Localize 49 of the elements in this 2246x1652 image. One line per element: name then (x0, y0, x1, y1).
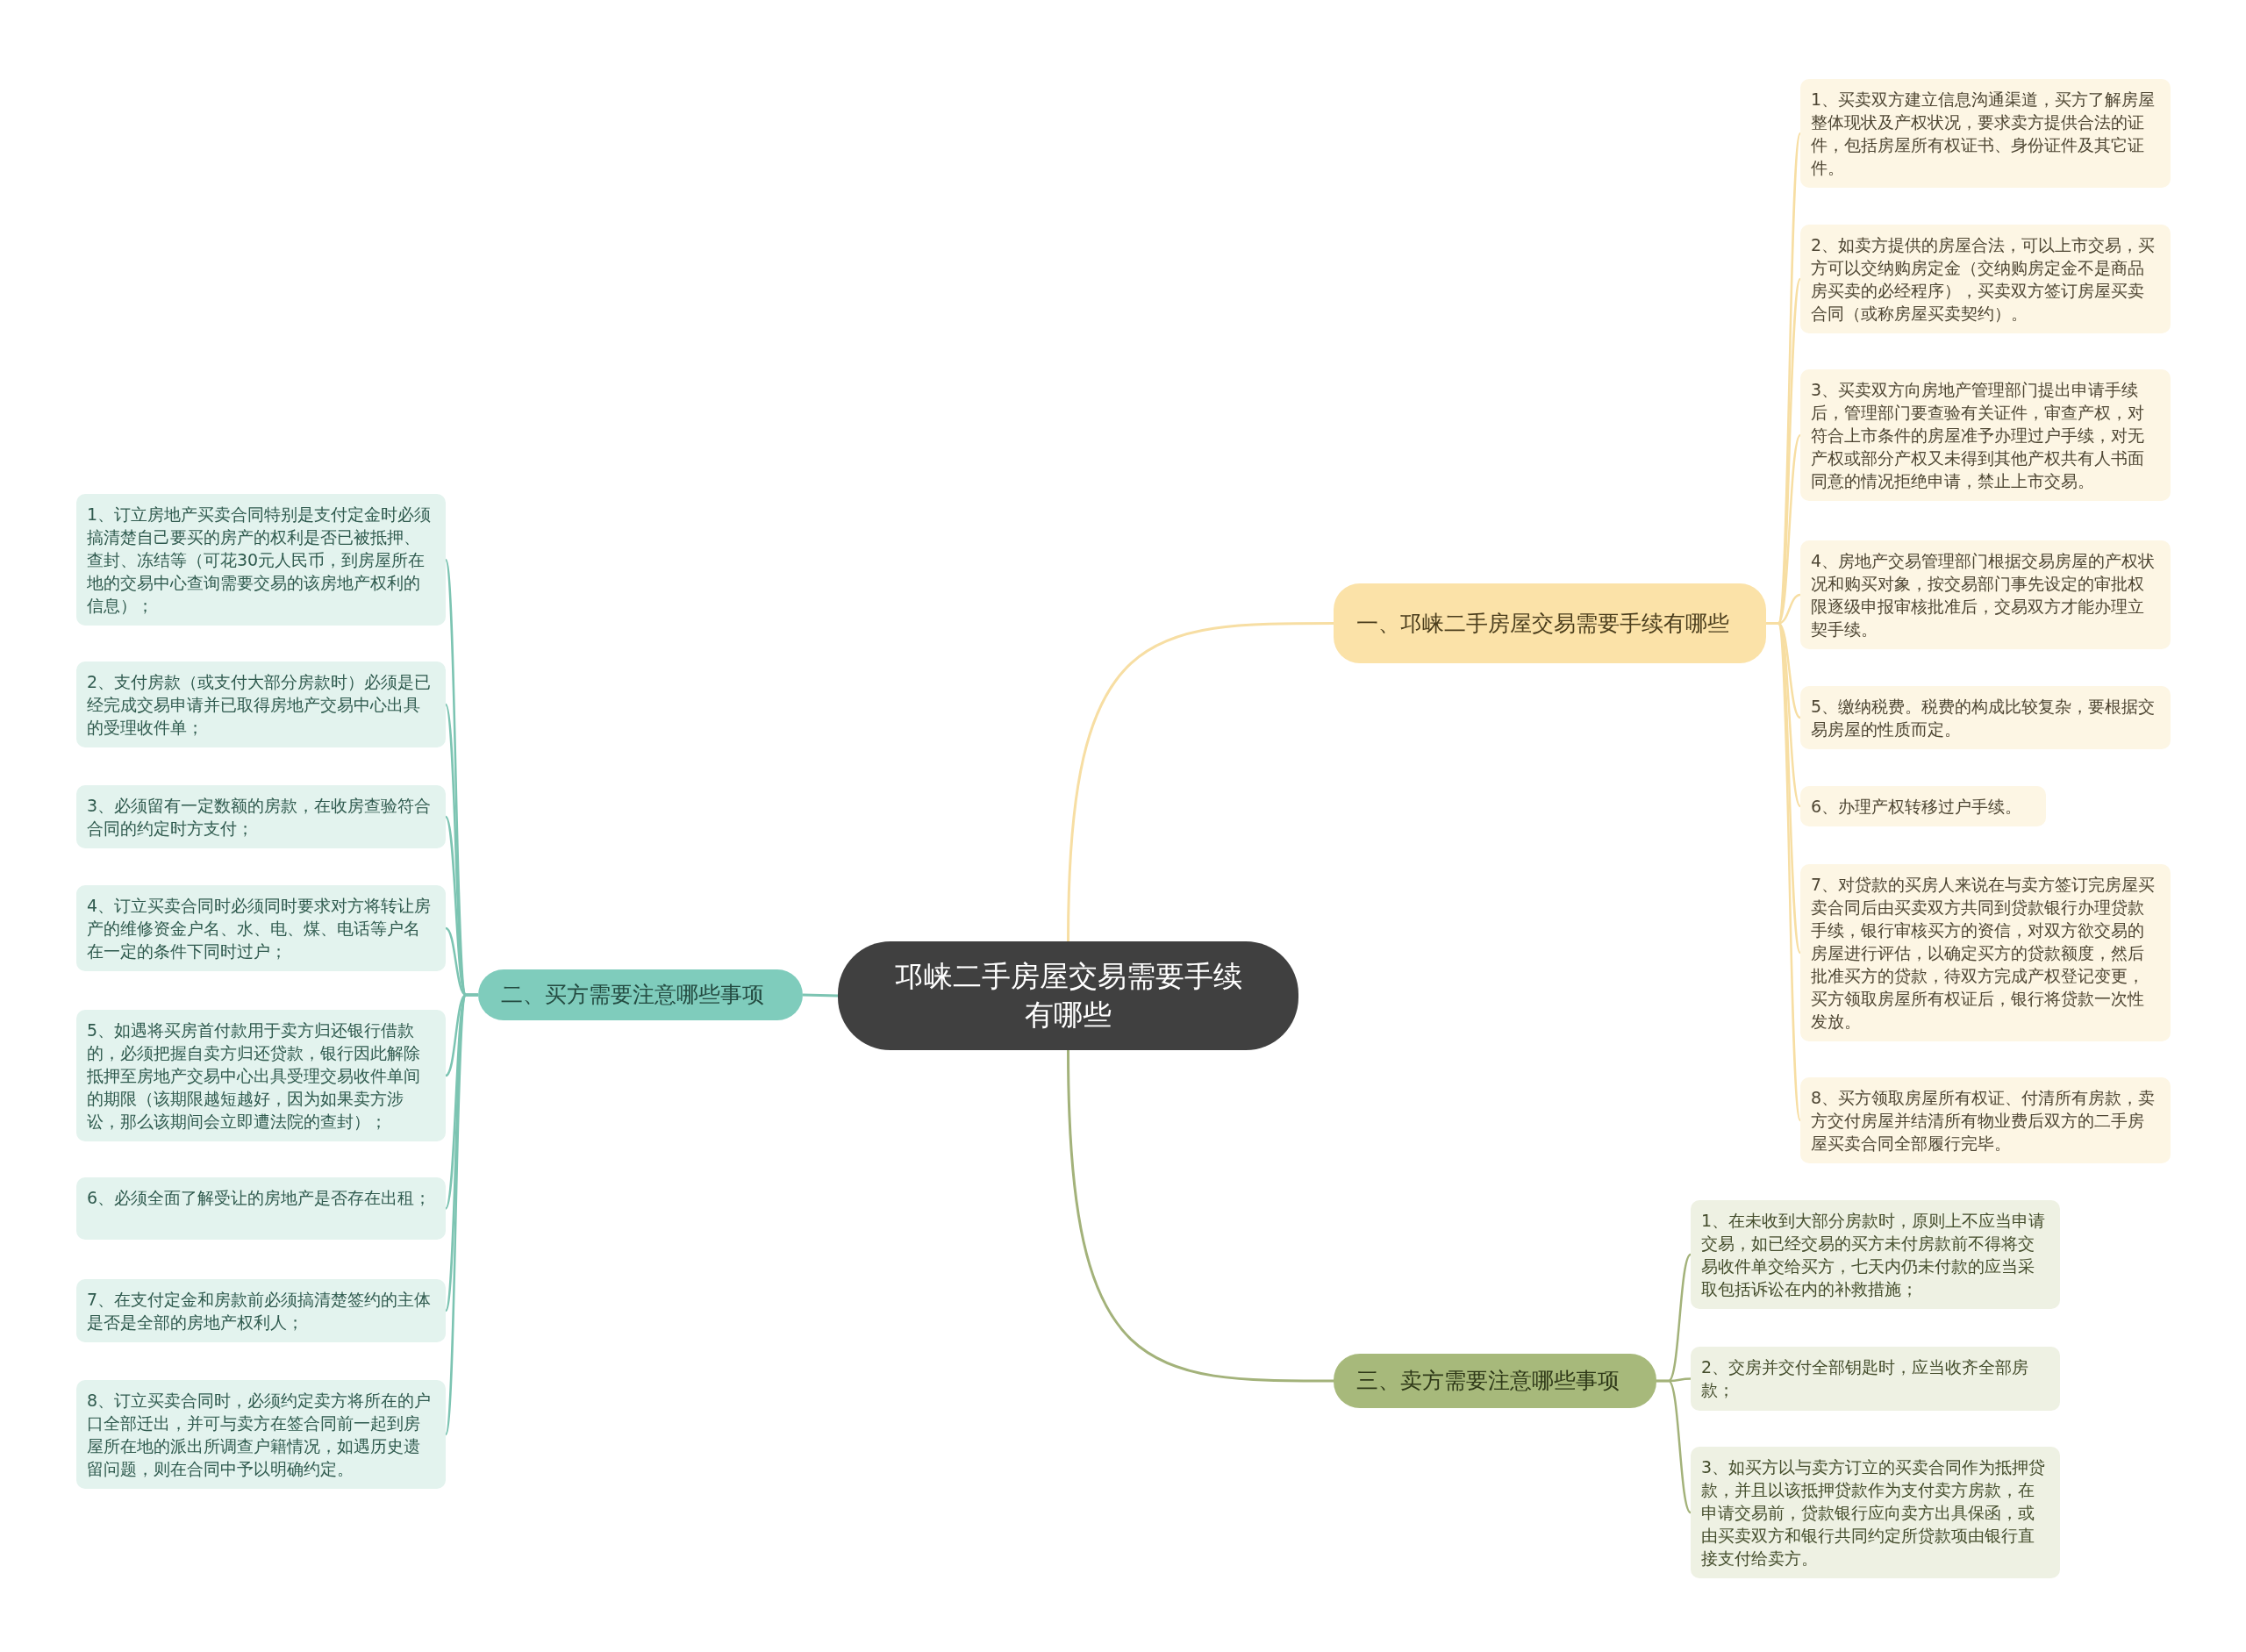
subtopic-card (76, 785, 446, 848)
branch-topic (1334, 583, 1766, 663)
branch-topic-text: 一、邛崃二手房屋交易需要手续有哪些 (1356, 609, 1729, 638)
subtopic-text: 2、交房并交付全部钥匙时，应当收齐全部房款； (1701, 1356, 2030, 1401)
connector-line (1067, 1049, 1334, 1383)
subtopic-card (76, 1380, 446, 1489)
subtopic-text: 1、在未收到大部分房款时，原则上不应当申请交易，如已经交易的买方未付房款前不得将交易收件单交给买方，七天内仍未付款的应当采取包括诉讼在内的补救措施； (1701, 1210, 2047, 1300)
branch-topic-text: 二、买方需要注意哪些事项 (501, 981, 764, 1009)
subtopic-text: 4、房地产交易管理部门根据交易房屋的产权状况和购买对象，按交易部门事先设定的审批权限逐级申报审核批准后，交易双方才能办理立契手续。 (1811, 550, 2157, 640)
subtopic-text: 3、必须留有一定数额的房款，在收房查验符合合同的约定时方支付； (87, 795, 433, 840)
subtopic-card (1800, 864, 2171, 1041)
subtopic-card (1800, 686, 2171, 749)
branch-topic (1334, 1354, 1656, 1408)
subtopic-card (1800, 540, 2171, 649)
connector-line (1067, 622, 1334, 942)
subtopic-card (1691, 1447, 2060, 1578)
subtopic-card (76, 1010, 446, 1141)
subtopic-card (1691, 1200, 2060, 1309)
connector-line (1656, 1379, 1692, 1513)
subtopic-text: 8、买方领取房屋所有权证、付清所有房款，卖方交付房屋并结清所有物业费后双方的二手房屋买卖合同全部履行完毕。 (1811, 1087, 2157, 1155)
subtopic-card (1800, 225, 2171, 333)
central-topic-text: 邛崃二手房屋交易需要手续有哪些 (893, 958, 1243, 1033)
subtopic-text: 7、在支付定金和房款前必须搞清楚签约的主体是否是全部的房地产权利人； (87, 1289, 433, 1334)
subtopic-card (76, 1177, 446, 1240)
branch-topic (478, 969, 803, 1020)
subtopic-text: 2、支付房款（或支付大部分房款时）必须是已经完成交易申请并已取得房地产交易中心出具的受理收件单； (87, 671, 433, 739)
subtopic-card (76, 1279, 446, 1342)
subtopic-card (1691, 1347, 2060, 1411)
subtopic-card (76, 494, 446, 626)
subtopic-text: 5、如遇将买房首付款用于卖方归还银行借款的，必须把握自卖方归还贷款，银行因此解除抵押至房地产交易中心出具受理交易收件单间的期限（该期限越短越好，因为如果卖方涉讼，那么该期间会立即遭法院的查封）； (87, 1019, 421, 1133)
subtopic-card (1800, 786, 2046, 826)
subtopic-text: 6、必须全面了解受让的房地产是否存在出租； (87, 1187, 433, 1209)
subtopic-card (76, 885, 446, 971)
subtopic-card (76, 662, 446, 747)
subtopic-text: 1、订立房地产买卖合同特别是支付定金时必须搞清楚自己要买的房产的权利是否已被抵押、查封、冻结等（可花30元人民币，到房屋所在地的交易中心查询需要交易的该房地产权利的信息）； (87, 504, 433, 617)
subtopic-text: 4、订立买卖合同时必须同时要求对方将转让房产的维修资金户名、水、电、煤、电话等户名在一定的条件下同时过户； (87, 895, 433, 962)
subtopic-text: 8、订立买卖合同时，必须约定卖方将所在的户口全部迁出，并可与卖方在签合同前一起到房屋所在地的派出所调查户籍情况，如遇历史遗留问题，则在合同中予以明确约定。 (87, 1390, 433, 1480)
subtopic-text: 6、办理产权转移过户手续。 (1811, 796, 2023, 818)
subtopic-card (1800, 369, 2171, 501)
branch-topic-text: 三、卖方需要注意哪些事项 (1356, 1367, 1620, 1395)
subtopic-text: 3、如买方以与卖方订立的买卖合同作为抵押贷款，并且以该抵押贷款作为支付卖方房款，在申请交易前，贷款银行应向卖方出具保函，或由买卖双方和银行共同约定所贷款项由银行直接支付给卖方。 (1701, 1456, 2047, 1570)
subtopic-text: 1、买卖双方建立信息沟通渠道，买方了解房屋整体现状及产权状况，要求卖方提供合法的证件，包括房屋所有权证书、身份证件及其它证件。 (1811, 89, 2157, 179)
subtopic-text: 2、如卖方提供的房屋合法，可以上市交易，买方可以交纳购房定金（交纳购房定金不是商品房买卖的必经程序），买卖双方签订房屋买卖合同（或称房屋买卖契约）。 (1811, 234, 2157, 325)
subtopic-text: 5、缴纳税费。税费的构成比较复杂，要根据交易房屋的性质而定。 (1811, 696, 2157, 740)
subtopic-text: 3、买卖双方向房地产管理部门提出申请手续后，管理部门要查验有关证件，审查产权，对符合上市条件的房屋准予办理过户手续，对无产权或部分产权又未得到其他产权共有人书面同意的情况拒绝申请，禁止上市交易。 (1811, 379, 2145, 492)
connector-line (802, 993, 839, 998)
subtopic-card (1800, 79, 2171, 188)
subtopic-text: 7、对贷款的买房人来说在与卖方签订完房屋买卖合同后由买卖双方共同到贷款银行办理贷款手续，银行审核买方的资信，对双方欲交易的房屋进行评估，以确定买方的贷款额度，然后批准买方的贷款，待双方完成产权登记变更，买方领取房屋所有权证后，银行将贷款一次性发放。 (1811, 874, 2157, 1033)
subtopic-card (1800, 1077, 2171, 1163)
